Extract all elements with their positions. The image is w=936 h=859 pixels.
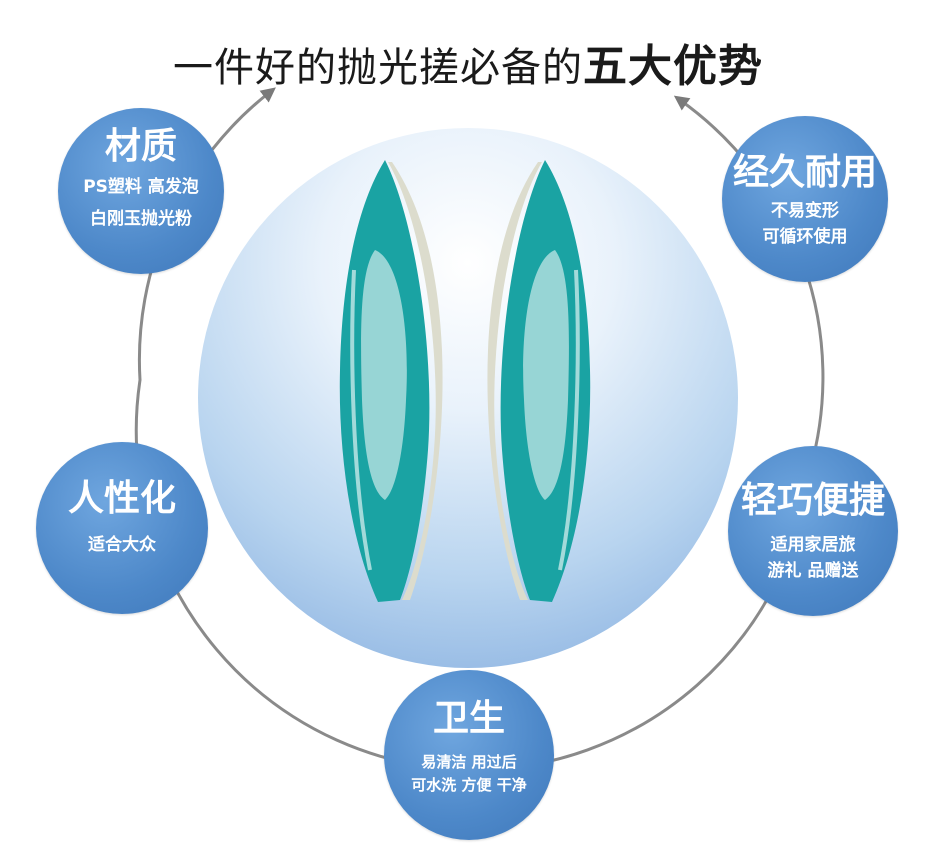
feature-hygiene-line2: 可水洗 方便 干净 [411, 775, 527, 794]
feature-material-line1: PS塑料 高发泡 [83, 177, 199, 198]
feature-durable-line2: 可循环使用 [762, 226, 848, 247]
title-prefix: 一件好的抛光搓必备的 [173, 45, 583, 91]
feature-durable-line1: 不易变形 [771, 201, 839, 222]
feature-material: 材质 PS塑料 高发泡 白刚玉抛光粉 [58, 108, 224, 274]
product-backdrop [198, 128, 738, 668]
feature-hygiene-head: 卫生 [432, 698, 505, 739]
feature-humane: 人性化 适合大众 [36, 442, 208, 614]
feature-hygiene-line1: 易清洁 用过后 [421, 753, 517, 772]
feature-portable-head: 轻巧便捷 [740, 480, 885, 521]
feature-portable-line2: 游礼 品赠送 [767, 560, 859, 581]
feature-portable: 轻巧便捷 适用家居旅 游礼 品赠送 [728, 446, 898, 616]
title-emphasis: 五大优势 [583, 41, 763, 92]
feature-hygiene: 卫生 易清洁 用过后 可水洗 方便 干净 [384, 670, 554, 840]
feature-durable-head: 经久耐用 [732, 152, 877, 193]
feature-humane-head: 人性化 [67, 478, 176, 519]
feature-material-line2: 白刚玉抛光粉 [90, 208, 192, 229]
polishing-handle-pair-icon [339, 160, 591, 602]
feature-humane-line1: 适合大众 [88, 535, 156, 556]
feature-durable: 经久耐用 不易变形 可循环使用 [722, 116, 888, 282]
page-title: 一件好的抛光搓必备的五大优势 [0, 30, 936, 94]
handle-right [487, 160, 591, 602]
feature-material-head: 材质 [104, 126, 177, 167]
handle-left [339, 160, 443, 602]
feature-portable-line1: 适用家居旅 [770, 535, 856, 556]
